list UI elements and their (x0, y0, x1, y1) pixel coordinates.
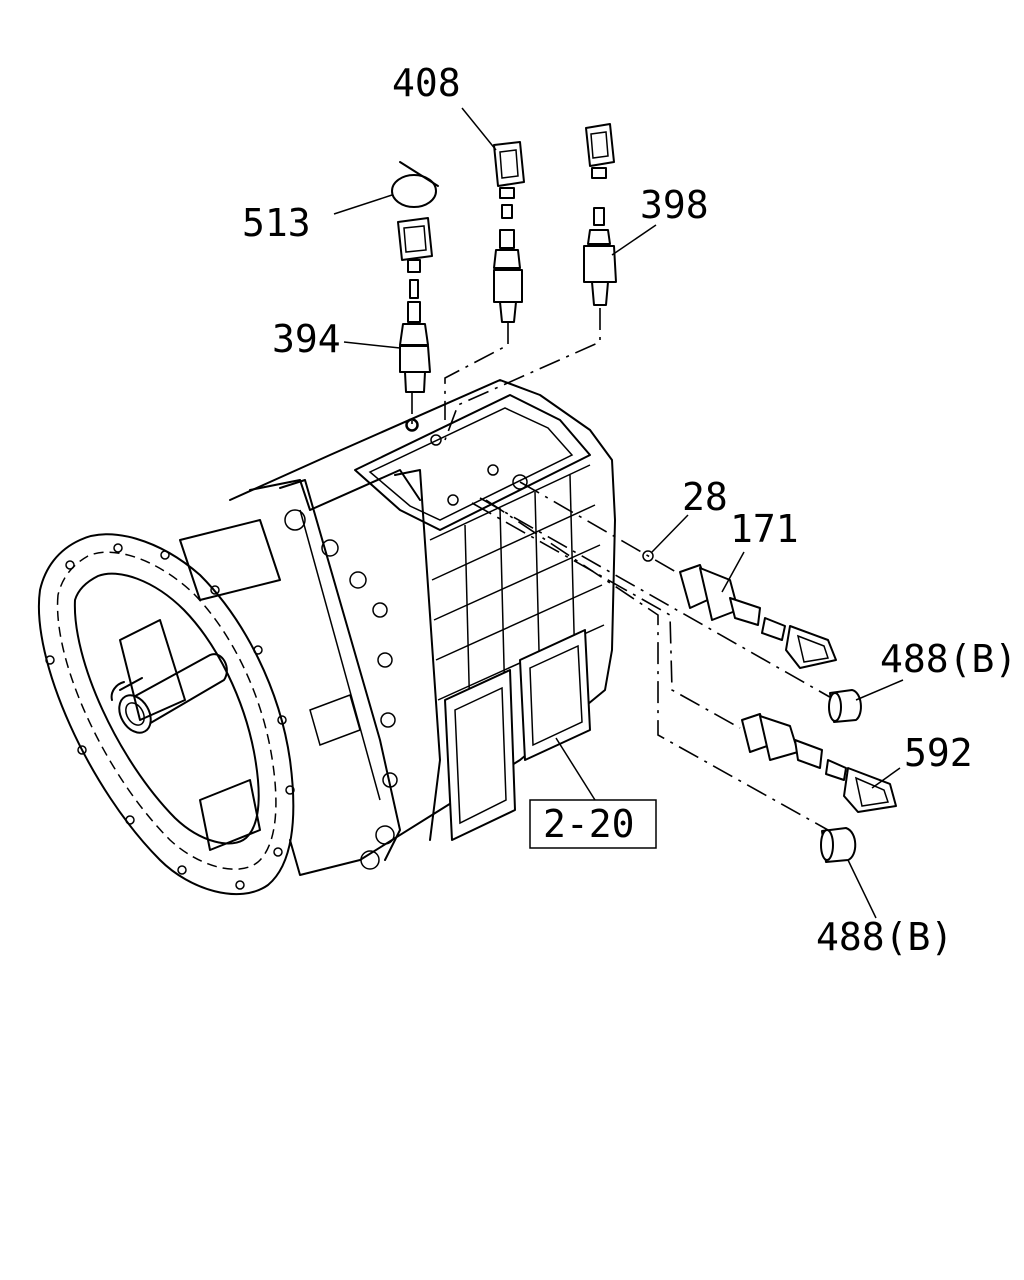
bell-housing-bolts (45, 543, 295, 890)
callout-labels: 408 513 398 394 28 171 488(B) 592 2-20 4… (242, 61, 1017, 959)
callout-592: 592 (904, 731, 973, 775)
clip-ring-513 (391, 161, 439, 208)
sensor-592 (741, 713, 897, 813)
callout-488-upper: 488(B) (880, 637, 1017, 681)
case-ribs (429, 464, 605, 721)
assembly-lines (411, 308, 836, 831)
switch-408 (493, 141, 525, 323)
callout-2-20: 2-20 (543, 802, 635, 846)
callout-28: 28 (682, 475, 728, 519)
callout-171: 171 (730, 507, 799, 551)
transmission-housing (37, 379, 616, 896)
reference-box-2-20 (529, 799, 657, 849)
plug-488-upper (828, 689, 862, 723)
callout-394: 394 (272, 317, 341, 361)
callout-408: 408 (392, 61, 461, 105)
callout-398: 398 (640, 183, 709, 227)
callout-488-lower: 488(B) (816, 915, 953, 959)
callout-513: 513 (242, 201, 311, 245)
plug-488-lower (820, 827, 857, 863)
sensor-171 (642, 550, 837, 669)
switch-394 (397, 217, 433, 432)
switch-398 (583, 123, 617, 306)
leader-lines (333, 107, 904, 919)
